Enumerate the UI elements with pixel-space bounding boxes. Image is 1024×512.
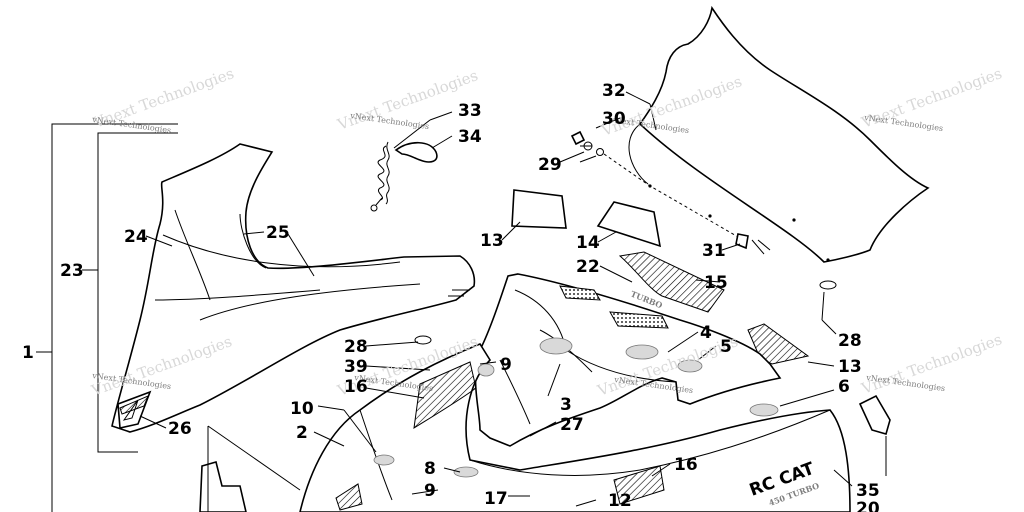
- callout-23: 23: [60, 261, 84, 281]
- decal-13-upper: [511, 189, 567, 229]
- side-bracket-35: [858, 394, 891, 435]
- grommet-blob-5: [373, 454, 395, 466]
- hood-panel: [111, 143, 476, 433]
- trim-strip-15: [618, 251, 725, 313]
- callout-12: 12: [608, 491, 632, 511]
- callout-28-right: 28: [838, 331, 862, 351]
- callout-25: 25: [266, 223, 290, 243]
- callout-5: 5: [720, 337, 732, 357]
- callout-24: 24: [124, 227, 148, 247]
- callout-16-right: 16: [674, 455, 698, 475]
- leader-lines: [139, 91, 887, 507]
- callout-2: 2: [296, 423, 308, 443]
- grommet-blob-1: [539, 337, 573, 355]
- callout-30: 30: [602, 109, 626, 129]
- callout-33: 33: [458, 101, 482, 121]
- callout-14: 14: [576, 233, 600, 253]
- console-body: TURBO: [474, 273, 782, 447]
- callout-1: 1: [22, 343, 34, 363]
- callout-3: 3: [560, 395, 572, 415]
- lower-bracket: [199, 461, 247, 512]
- callout-28-left: 28: [344, 337, 368, 357]
- grommet-blob-4: [749, 403, 779, 417]
- spring-and-clip: [370, 141, 438, 212]
- assembly-bracket-23: [82, 132, 178, 453]
- grommet-blob-7: [477, 363, 495, 377]
- callout-labels: 1 23 24 25 26 33 34 32 30 29 13 14 22 15…: [22, 81, 880, 512]
- callout-26: 26: [168, 419, 192, 439]
- side-panel: RC CAT 450 TURBO: [299, 343, 851, 512]
- callout-22: 22: [576, 257, 600, 277]
- assembly-bracket-1: [36, 123, 178, 512]
- callout-31: 31: [702, 241, 726, 261]
- lower-bracket-lines: [207, 425, 301, 512]
- callout-13-upper: 13: [480, 231, 504, 251]
- decal-14: [596, 201, 662, 248]
- callout-32: 32: [602, 81, 626, 101]
- callout-4: 4: [700, 323, 712, 343]
- callout-34: 34: [458, 127, 482, 147]
- callout-9-upper: 9: [500, 355, 512, 375]
- callout-20: 20: [856, 499, 880, 512]
- callout-29: 29: [538, 155, 562, 175]
- callout-13-lower: 13: [838, 357, 862, 377]
- callout-35: 35: [856, 481, 880, 501]
- grommet-28-left: [414, 335, 432, 345]
- grommet-28-right: [819, 280, 837, 290]
- callout-9-lower: 9: [424, 481, 436, 501]
- callout-6: 6: [838, 377, 850, 397]
- grommet-blob-6: [453, 466, 479, 478]
- grommet-blob-2: [625, 344, 659, 360]
- callout-17: 17: [484, 489, 508, 509]
- callout-8: 8: [424, 459, 436, 479]
- callout-15: 15: [704, 273, 728, 293]
- callout-16-left: 16: [344, 377, 368, 397]
- grommet-blob-3: [677, 359, 703, 373]
- callout-27: 27: [560, 415, 584, 435]
- windshield: [628, 5, 930, 263]
- callout-10: 10: [290, 399, 314, 419]
- callout-39: 39: [344, 357, 368, 377]
